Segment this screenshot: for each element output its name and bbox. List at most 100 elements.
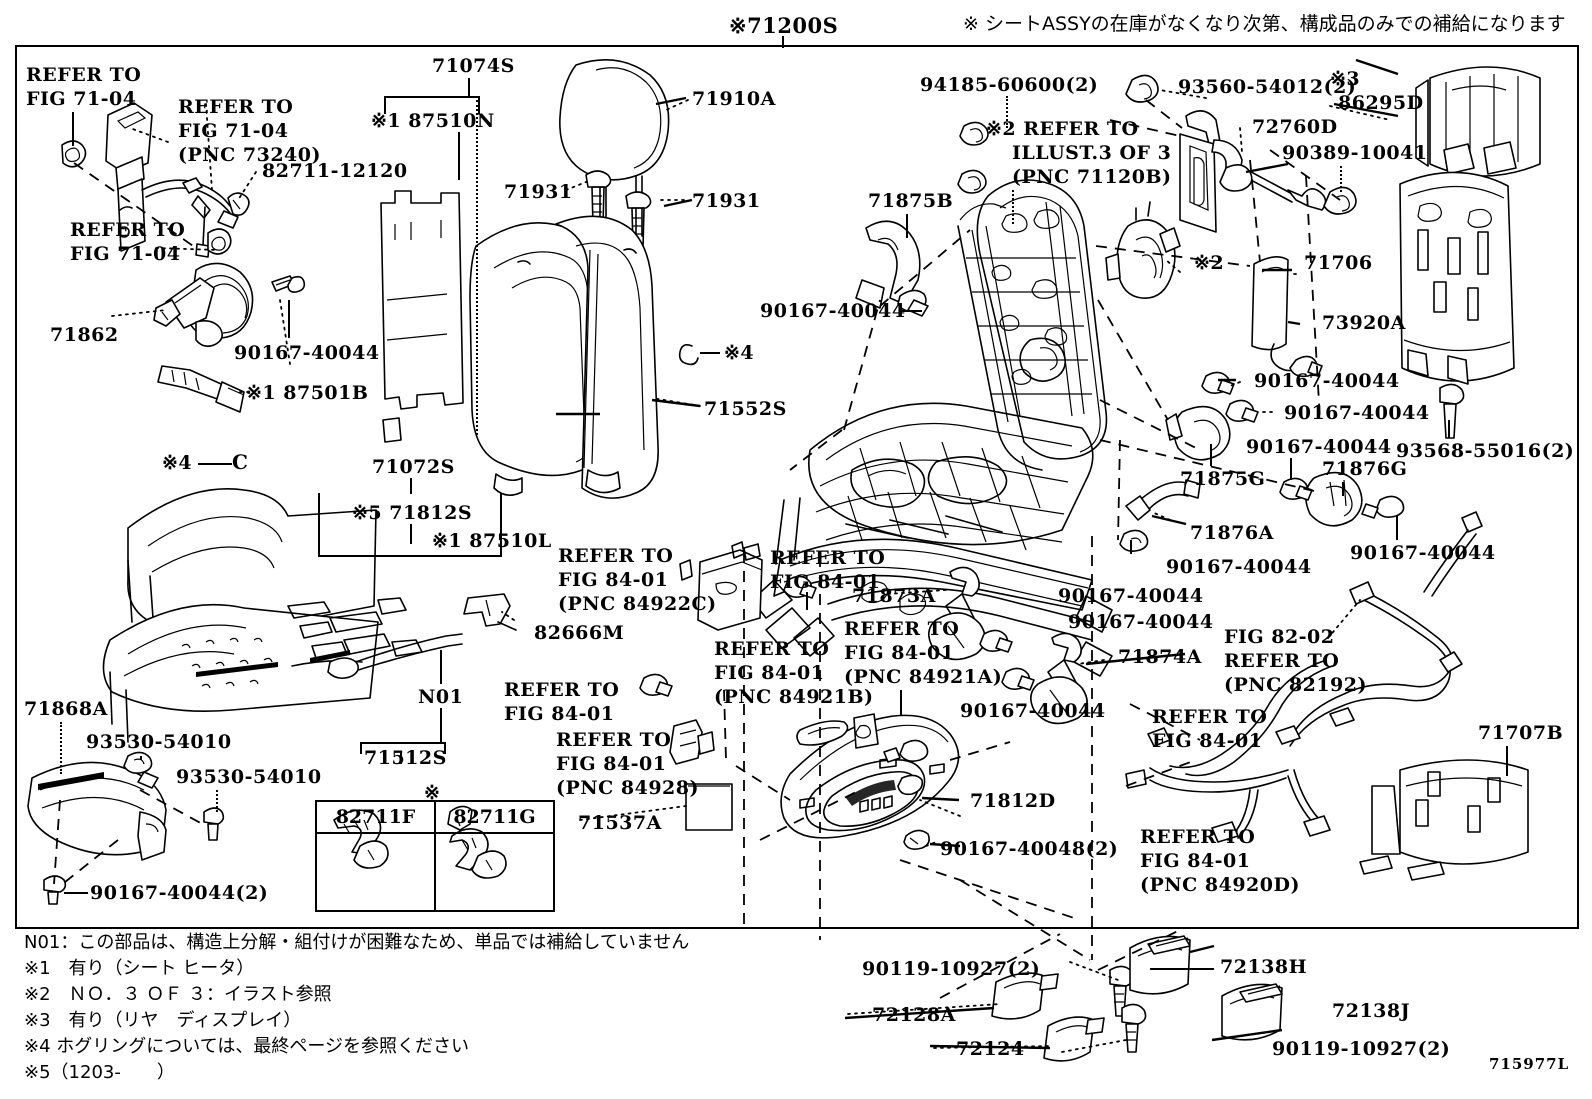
- lock-unit-art: [1105, 201, 1181, 299]
- label-93530-54010-b: 93530-54010: [176, 766, 322, 788]
- leader-71707B: [1506, 746, 1508, 776]
- label-refer-71-04-a1: REFER TO: [26, 64, 142, 86]
- leader-hogring-4a: [700, 352, 720, 354]
- label-71910A: 71910A: [692, 88, 776, 110]
- label-refer-84-01-f1: REFER TO: [504, 679, 620, 701]
- footnote-2: ※2 ＮＯ．３ ＯＦ ３：イラスト参照: [24, 984, 332, 1005]
- label-90389-10041: 90389-10041: [1282, 142, 1428, 164]
- label-71707B: 71707B: [1478, 722, 1564, 744]
- label-71072S: 71072S: [372, 456, 455, 478]
- label-leaders: [111, 89, 1391, 1053]
- assembly-dashed-lines: [723, 119, 1341, 999]
- label-90167-40044-e: 90167-40044: [1246, 436, 1392, 458]
- right-brackets-art: [928, 371, 1465, 725]
- reclining-cover-art: [153, 262, 306, 413]
- label-71537A: 71537A: [578, 812, 662, 834]
- label-90119-10927-b: 90119-10927(2): [1272, 1038, 1451, 1060]
- leader-90167-b: [900, 310, 922, 312]
- label-90167-40044-2x: 90167-40044(2): [90, 882, 269, 904]
- label-refer-84-01-j1: REFER TO: [1152, 706, 1268, 728]
- solid-leaders: [556, 58, 1399, 1050]
- label-refer-71-04-b2: FIG 71-04: [178, 120, 289, 142]
- washers-94185-art: [957, 121, 989, 194]
- table-cell-82711F-art: [315, 832, 436, 912]
- label-pnc-84920D: (PNC 84920D): [1140, 874, 1300, 896]
- label-71931-b: 71931: [692, 190, 761, 212]
- label-71862: 71862: [50, 324, 119, 346]
- label-refer-illust-1: ※2 REFER TO: [986, 118, 1139, 140]
- label-71812S: ※5 71812S: [352, 502, 473, 524]
- label-90167-40044-i: 90167-40044: [1068, 611, 1214, 633]
- label-72124: 72124: [956, 1038, 1025, 1060]
- leader-71875G: [1210, 444, 1212, 466]
- bracket-71074S: [384, 96, 480, 114]
- label-refer-84-01-e1: REFER TO: [714, 638, 830, 660]
- table-cell-82711G-art: [434, 832, 555, 912]
- label-note3: ※3: [1330, 68, 1361, 90]
- leader-90167-e: [1290, 458, 1292, 480]
- leader-90389: [1340, 166, 1342, 192]
- label-hogring-4a: ※4: [724, 342, 755, 364]
- label-72138H: 72138H: [1220, 956, 1308, 978]
- seatbelt-buckle-art: [61, 102, 250, 258]
- label-90167-40044-f: 90167-40044: [1166, 556, 1312, 578]
- label-refer-84-01-j2: FIG 84-01: [1152, 730, 1263, 752]
- switch-panel-art: [780, 713, 960, 850]
- leader-87510N: [458, 132, 460, 180]
- leader-71812S: [410, 524, 412, 544]
- seatback-board-art: [380, 190, 464, 443]
- table-header-82711F: 82711F: [315, 800, 436, 834]
- label-refer-84-01-f2: FIG 84-01: [504, 703, 615, 725]
- top-right-note: ※ シートASSYの在庫がなくなり次第、構成品のみでの補給になります: [963, 13, 1566, 35]
- footnote-4: ※4 ホグリングについては、最終ページを参照ください: [24, 1036, 469, 1057]
- label-71875B: 71875B: [868, 190, 954, 212]
- label-87510N: ※1 87510N: [371, 110, 495, 132]
- leader-71868A: [60, 722, 62, 774]
- label-refer-84-01-i1: REFER TO: [844, 618, 960, 640]
- label-refer-71-04-c1: REFER TO: [70, 219, 186, 241]
- leader-71-04-a: [72, 112, 74, 146]
- footnote-5: ※5（1203- ）: [24, 1062, 175, 1083]
- label-93560-54012: 93560-54012(2): [1178, 76, 1357, 98]
- leader-84921A: [900, 690, 902, 716]
- label-71812D: 71812D: [970, 790, 1056, 812]
- label-90167-40044-h: 90167-40044: [1058, 585, 1204, 607]
- label-71931-a: 71931: [504, 181, 573, 203]
- label-71512S: 71512S: [364, 747, 447, 769]
- bracket-71875b-art: [855, 220, 929, 317]
- label-refer-84-01-h2: FIG 84-01: [770, 571, 881, 593]
- diagram-outer-frame: [15, 45, 1579, 929]
- label-pnc-84922C: (PNC 84922C): [558, 593, 717, 615]
- leader-hogring-4b: [198, 463, 232, 465]
- seat-cushion-art: [102, 488, 517, 743]
- label-72760D: 72760D: [1252, 116, 1338, 138]
- label-fig-82-02: FIG 82-02: [1224, 626, 1335, 648]
- label-pnc-84921B: (PNC 84921B): [714, 686, 874, 708]
- leader-94185: [1006, 96, 1008, 128]
- leader-90167-g: [1396, 516, 1398, 540]
- leader-93568: [1448, 420, 1450, 438]
- footnote-3: ※3 有り（リヤ ディスプレイ）: [24, 1010, 302, 1031]
- label-refer-84-01-e2: FIG 84-01: [714, 662, 825, 684]
- label-90167-40044-a: 90167-40044: [234, 342, 380, 364]
- diagram-title: ※71200S: [729, 13, 839, 38]
- title-leader: [782, 36, 784, 48]
- label-pnc-71120B: (PNC 71120B): [1012, 166, 1172, 188]
- label-refer-84-01-i2: FIG 84-01: [844, 642, 955, 664]
- label-86295D: 86295D: [1338, 92, 1424, 114]
- label-pnc-82192: (PNC 82192): [1224, 674, 1367, 696]
- label-93568-55016: 93568-55016(2): [1396, 440, 1575, 462]
- label-refer-82192-1: REFER TO: [1224, 650, 1340, 672]
- leader-93530-b: [216, 790, 218, 812]
- label-refer-71-04-b1: REFER TO: [178, 96, 294, 118]
- label-87510L: ※1 87510L: [432, 530, 552, 552]
- label-refer-71-04-a2: FIG 71-04: [26, 88, 137, 110]
- cover-71707b-art: [1359, 759, 1529, 881]
- label-90167-40048: 90167-40048(2): [940, 838, 1119, 860]
- clip-variant-table: 82711F 82711G: [315, 800, 555, 912]
- center-small-parts-art: [639, 541, 817, 831]
- table-marker: ※: [424, 782, 441, 804]
- label-82711-12120: 82711-12120: [262, 160, 408, 182]
- leader-93530-a: [140, 756, 142, 760]
- label-71552S: 71552S: [704, 398, 787, 420]
